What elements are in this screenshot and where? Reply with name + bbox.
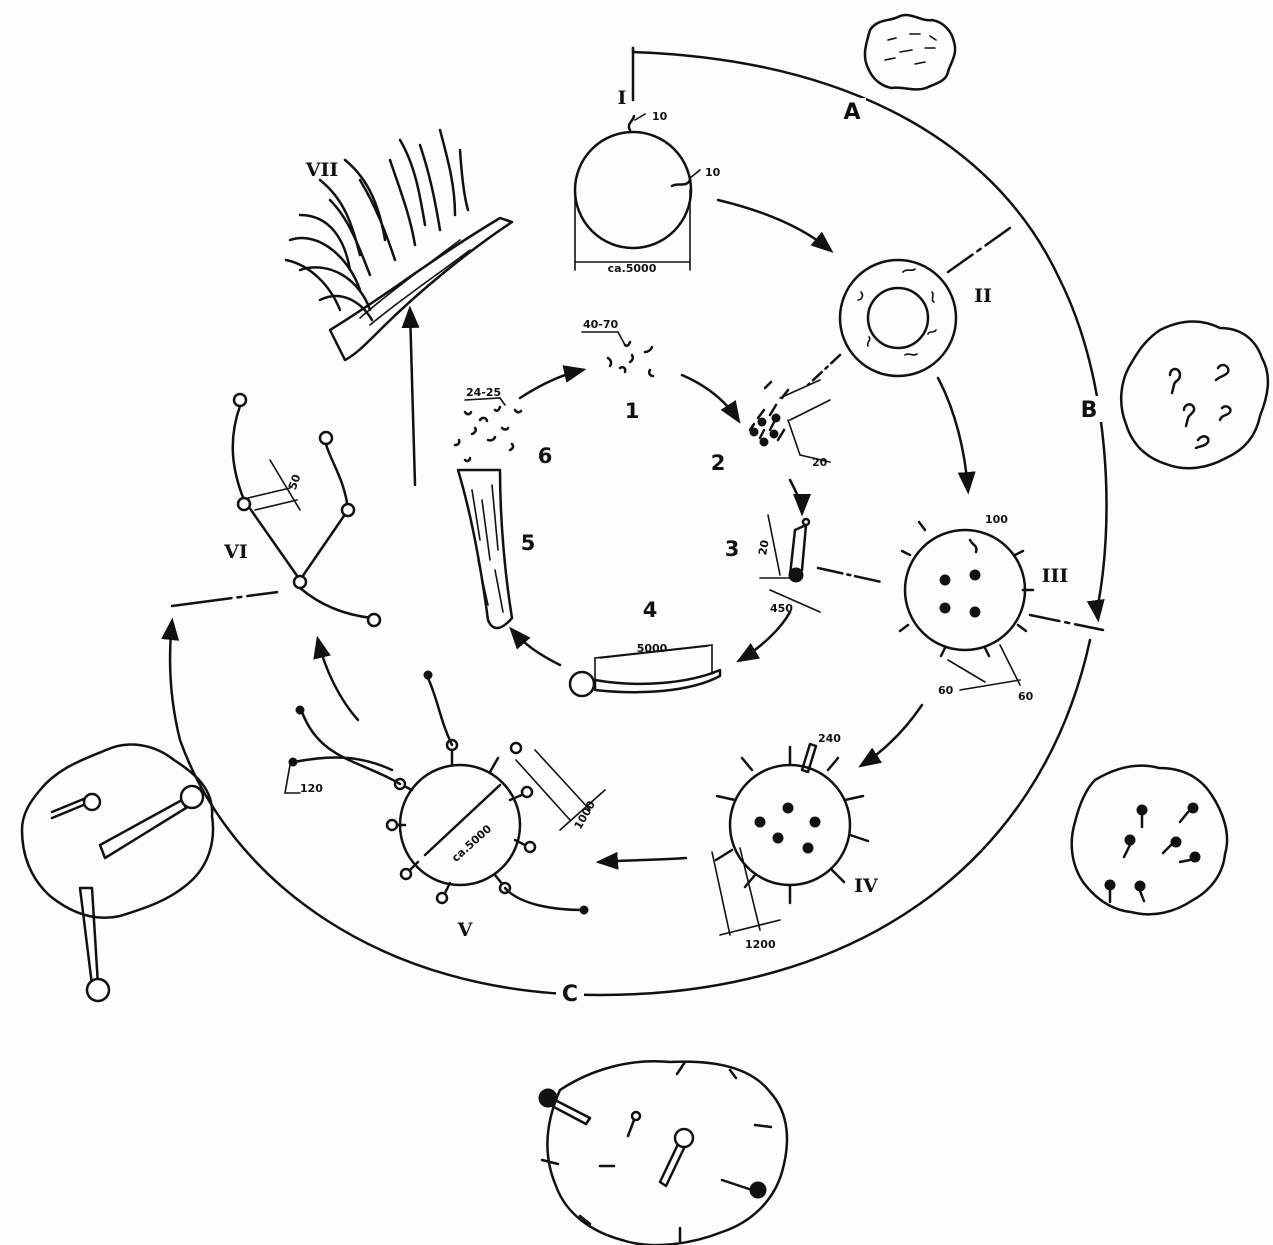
dim-stage6: 50 [286, 472, 304, 491]
dim-stage5-a: 120 [300, 782, 323, 795]
stage-label-6: VI [223, 541, 248, 563]
phase-label-b: B [1081, 398, 1098, 423]
stage-5-knobbed-cell [285, 671, 605, 914]
dim-step-3: 20 [756, 539, 772, 557]
dim-stage1-diameter: ca.5000 [608, 262, 657, 275]
stage-1-large-cell [575, 114, 700, 270]
inner-step-5-hypha [458, 470, 512, 628]
inner-step-2-germination [750, 380, 830, 462]
stage-label-7: VII [305, 159, 339, 181]
dim-stage1-a: 10 [652, 110, 668, 123]
dim-stage3-b: 60 [938, 684, 954, 697]
inner-step-6-spores [455, 398, 521, 461]
step-number-3: 3 [725, 537, 740, 561]
dim-step-3-width: 450 [770, 602, 793, 615]
stage-6-hyphae [233, 394, 380, 626]
blob-left [22, 745, 213, 1001]
inner-step-1-spores [582, 332, 653, 376]
dim-step-6: 24-25 [466, 386, 501, 399]
dim-stage3-a: 100 [985, 513, 1008, 526]
blob-bottom [539, 1061, 787, 1245]
stage-3-spiked-cell [900, 522, 1033, 690]
dim-step-1: 40-70 [583, 318, 619, 331]
blob-right-upper [1121, 321, 1268, 468]
stage-label-1: I [618, 87, 627, 109]
dim-stage3-c: 60 [1018, 690, 1034, 703]
dim-step-4: 5000 [637, 642, 668, 655]
blob-right-lower [1072, 766, 1227, 915]
dim-stage5-b: 1000 [572, 798, 599, 831]
step-number-1: 1 [625, 399, 640, 423]
dim-stage4-b: 1200 [745, 938, 776, 951]
dim-stage5-diameter: ca.5000 [449, 822, 494, 865]
step-number-5: 5 [521, 531, 536, 555]
step-number-4: 4 [643, 598, 658, 622]
blob-top-right-small [865, 15, 955, 89]
outer-cycle-arc [170, 48, 1106, 995]
step-number-6: 6 [538, 444, 553, 468]
phase-label-a: A [843, 100, 860, 125]
stage-label-4: IV [854, 875, 879, 897]
inner-step-3-spore-cell [760, 515, 820, 612]
stage-label-5: V [457, 919, 474, 941]
dim-stage1-b: 10 [705, 166, 721, 179]
stage-label-3: III [1042, 565, 1069, 587]
phase-label-c: C [562, 982, 578, 1007]
dim-stage4-a: 240 [818, 732, 841, 745]
step-number-2: 2 [711, 451, 726, 475]
stage-2-ring-cell [840, 260, 956, 376]
stage-label-2: II [974, 285, 992, 307]
stage-4-spiked-cell [712, 744, 868, 935]
dim-step-2: 20 [812, 456, 828, 469]
